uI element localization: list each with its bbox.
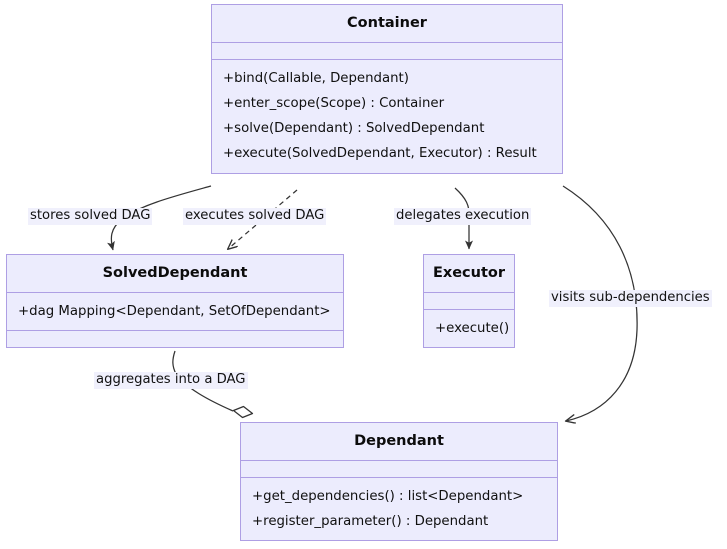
class-separator: [424, 291, 514, 293]
class-separator: [241, 476, 557, 478]
class-title-solveddependant: SolvedDependant: [102, 265, 248, 281]
edge-label-delegates-execution: delegates execution: [394, 208, 532, 225]
class-member: +register_parameter() : Dependant: [252, 513, 489, 529]
class-member: +execute(SolvedDependant, Executor) : Re…: [223, 146, 537, 162]
class-separator: [212, 41, 562, 43]
attributes-compartment-container: [212, 43, 562, 59]
class-member: +solve(Dependant) : SolvedDependant: [223, 121, 485, 137]
attributes-compartment-executor: [424, 293, 514, 309]
class-separator: [7, 329, 343, 331]
class-title-executor: Executor: [432, 265, 506, 281]
methods-compartment-container: +bind(Callable, Dependant) +enter_scope(…: [212, 60, 562, 173]
class-node-executor[interactable]: Executor +execute(): [423, 254, 515, 348]
edge-label-visits-sub-dependencies: visits sub-dependencies: [549, 290, 712, 307]
methods-compartment-solveddependant: [7, 331, 343, 347]
class-title-dependant: Dependant: [354, 433, 444, 449]
class-separator: [7, 291, 343, 293]
attributes-compartment-solveddependant: +dag Mapping<Dependant, SetOfDependant>: [7, 293, 343, 330]
class-separator: [212, 58, 562, 60]
aggregation-diamond-icon: [232, 405, 254, 419]
methods-compartment-executor: +execute(): [424, 310, 514, 347]
methods-compartment-dependant: +get_dependencies() : list<Dependant> +r…: [241, 478, 557, 541]
edge-label-stores-solved-dag: stores solved DAG: [28, 208, 153, 225]
class-node-solveddependant[interactable]: SolvedDependant +dag Mapping<Dependant, …: [6, 254, 344, 348]
class-member: +enter_scope(Scope) : Container: [223, 95, 445, 111]
class-member: +get_dependencies() : list<Dependant>: [252, 488, 524, 504]
edge-visits-sub-dependencies: [562, 185, 638, 421]
class-separator: [424, 308, 514, 310]
edge-label-aggregates-into-a-dag: aggregates into a DAG: [94, 372, 248, 389]
class-node-dependant[interactable]: Dependant +get_dependencies() : list<Dep…: [240, 422, 558, 542]
class-title-container: Container: [347, 15, 427, 31]
class-member: +bind(Callable, Dependant): [223, 70, 409, 86]
class-member: +execute(): [435, 320, 510, 336]
class-separator: [241, 459, 557, 461]
attributes-compartment-dependant: [241, 461, 557, 477]
class-node-container[interactable]: Container +bind(Callable, Dependant) +en…: [211, 4, 563, 174]
class-member: +dag Mapping<Dependant, SetOfDependant>: [18, 303, 331, 319]
edge-label-executes-solved-dag: executes solved DAG: [183, 208, 327, 225]
